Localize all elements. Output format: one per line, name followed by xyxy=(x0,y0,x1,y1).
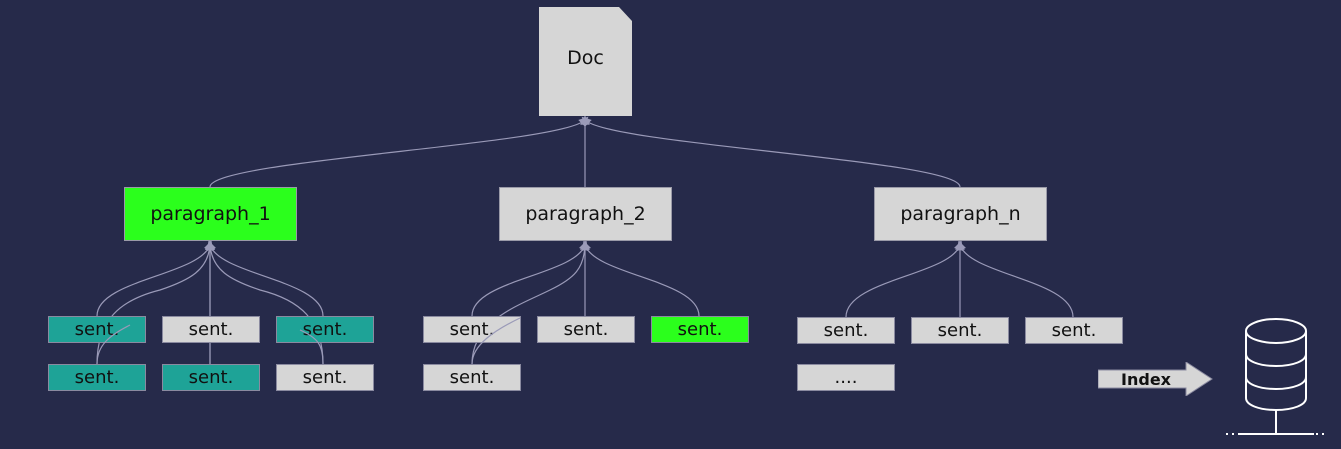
paragraph-node-n: paragraph_n xyxy=(874,187,1047,241)
ellipsis-node: .... xyxy=(797,364,895,391)
sentence-node: sent. xyxy=(48,316,146,343)
sentence-label: sent. xyxy=(449,367,495,388)
paragraph-node-1: paragraph_1 xyxy=(124,187,297,241)
sentence-label: sent. xyxy=(74,367,120,388)
sentence-node: sent. xyxy=(537,316,635,343)
paragraph-label: paragraph_2 xyxy=(525,203,646,225)
edge-pn-sent xyxy=(956,240,1074,318)
index-arrow xyxy=(1098,362,1213,396)
edge-doc-paragraph-n xyxy=(581,116,961,188)
edge-p1-sent xyxy=(96,240,214,317)
sentence-node: sent. xyxy=(423,364,521,391)
sentence-node: sent. xyxy=(48,364,146,391)
edge-doc-paragraph-1 xyxy=(209,116,589,188)
edge-p2-sent xyxy=(581,240,700,317)
sentence-label: sent. xyxy=(302,319,348,340)
sentence-label: sent. xyxy=(937,320,983,341)
sentence-label: sent. xyxy=(74,319,120,340)
sentence-node: sent. xyxy=(162,316,260,343)
sentence-node: sent. xyxy=(911,317,1009,344)
sentence-label: sent. xyxy=(563,319,609,340)
edge-p1-sent xyxy=(206,240,324,317)
paragraph-label: paragraph_1 xyxy=(150,203,271,225)
sentence-node-selected: sent. xyxy=(651,316,749,343)
edge-p2-sent xyxy=(471,240,589,317)
sentence-node: sent. xyxy=(276,316,374,343)
edge-p2-sent xyxy=(471,240,590,365)
edge-p1-sent xyxy=(96,240,215,365)
index-label: Index xyxy=(1121,369,1171,389)
sentence-label: sent. xyxy=(823,320,869,341)
database-icon xyxy=(1226,318,1324,435)
sentence-label: sent. xyxy=(1051,320,1097,341)
sentence-label: sent. xyxy=(677,319,723,340)
edge-pn-sent xyxy=(845,240,964,318)
sentence-node: sent. xyxy=(162,364,260,391)
sentence-label: sent. xyxy=(188,319,234,340)
sentence-label: sent. xyxy=(449,319,495,340)
sentence-label: sent. xyxy=(302,367,348,388)
sentence-node: sent. xyxy=(423,316,521,343)
sentence-node: sent. xyxy=(1025,317,1123,344)
doc-label: Doc xyxy=(567,46,604,69)
paragraph-label: paragraph_n xyxy=(900,203,1021,225)
ellipsis-label: .... xyxy=(834,367,858,388)
doc-node: Doc xyxy=(539,7,632,116)
sentence-label: sent. xyxy=(188,367,234,388)
sentence-node: sent. xyxy=(276,364,374,391)
paragraph-node-2: paragraph_2 xyxy=(499,187,672,241)
edge-p1-sent xyxy=(205,240,324,365)
sentence-node: sent. xyxy=(797,317,895,344)
